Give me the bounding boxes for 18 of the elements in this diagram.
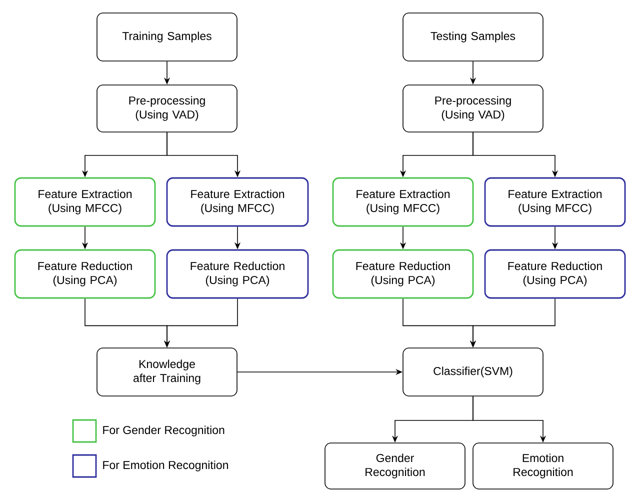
process-box: Feature Reduction (Using PCA): [484, 249, 626, 299]
process-box: Training Samples: [96, 12, 238, 62]
process-box: Feature Extraction (Using MFCC): [332, 177, 474, 227]
output-box: Emotion Recognition: [472, 442, 614, 490]
process-box: Testing Samples: [402, 12, 544, 62]
output-box: Gender Recognition: [324, 442, 466, 490]
process-box: Pre-processing (Using VAD): [402, 84, 544, 132]
process-box: Pre-processing (Using VAD): [96, 84, 238, 132]
process-box: Feature Extraction (Using MFCC): [14, 177, 156, 227]
process-box: Knowledge after Training: [96, 348, 238, 396]
process-box: Feature Reduction (Using PCA): [332, 249, 474, 299]
legend-text: For Gender Recognition: [103, 426, 224, 436]
legend-text: For Emotion Recognition: [103, 460, 228, 472]
process-box: Feature Extraction (Using MFCC): [166, 177, 309, 227]
process-box: Feature Reduction (Using PCA): [166, 249, 309, 299]
process-box: Feature Reduction (Using PCA): [14, 249, 156, 299]
process-box: Classifier(SVM): [402, 348, 544, 396]
process-box: Feature Extraction (Using MFCC): [484, 177, 626, 227]
